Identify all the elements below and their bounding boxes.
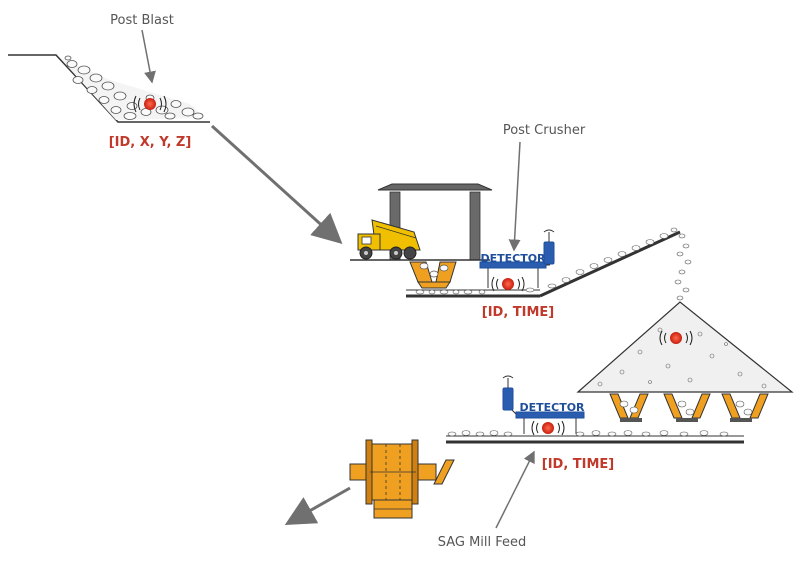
post-blast-label: Post Blast: [110, 13, 174, 28]
reclaim-gates: [620, 418, 752, 422]
falling-ore-stream: [674, 233, 692, 301]
detector-2-label: DETECTOR: [519, 401, 585, 414]
detector-1-label: DETECTOR: [480, 252, 546, 265]
flow-arrow-blast-to-crusher: [210, 124, 343, 245]
mill-feed-tag-beacon: [531, 420, 565, 436]
detector-2-antenna-icon: [502, 375, 514, 411]
sag-feed-ore: [447, 430, 729, 437]
reclaim-ore: [619, 400, 753, 416]
post-blast-leader: [141, 29, 156, 84]
detector-1: [479, 261, 550, 288]
blast-tag-beacon: [133, 95, 167, 113]
post-crusher-label: Post Crusher: [503, 123, 586, 138]
crusher-conveyor-ore: [415, 227, 678, 295]
blast-tag-label: [ID, X, Y, Z]: [109, 135, 192, 150]
mill-tag-label: [ID, TIME]: [542, 457, 615, 472]
sag-mill-feed-label: SAG Mill Feed: [438, 535, 527, 550]
crusher-feed-rocks: [419, 262, 449, 278]
stockpile: [576, 301, 794, 393]
post-crusher-leader: [508, 141, 521, 252]
flow-arrow-mill-output: [284, 486, 351, 525]
crusher-conveyor: [406, 230, 681, 298]
crusher-hopper: [409, 261, 457, 289]
sag-feed-conveyor: [446, 435, 744, 444]
stockpile-tag-beacon: [659, 330, 693, 346]
haul-truck-icon: [357, 219, 421, 260]
stockpile-speckles: [597, 327, 767, 389]
crusher-tag-beacon: [491, 276, 525, 292]
detector-1-antenna-icon: [543, 229, 555, 265]
blast-muck-pile: [64, 55, 204, 120]
sag-mill-feed-leader: [495, 450, 535, 529]
crusher-tag-label: [ID, TIME]: [482, 305, 555, 320]
mill-feed-chute: [433, 459, 455, 485]
sag-mill-icon: [349, 439, 437, 519]
